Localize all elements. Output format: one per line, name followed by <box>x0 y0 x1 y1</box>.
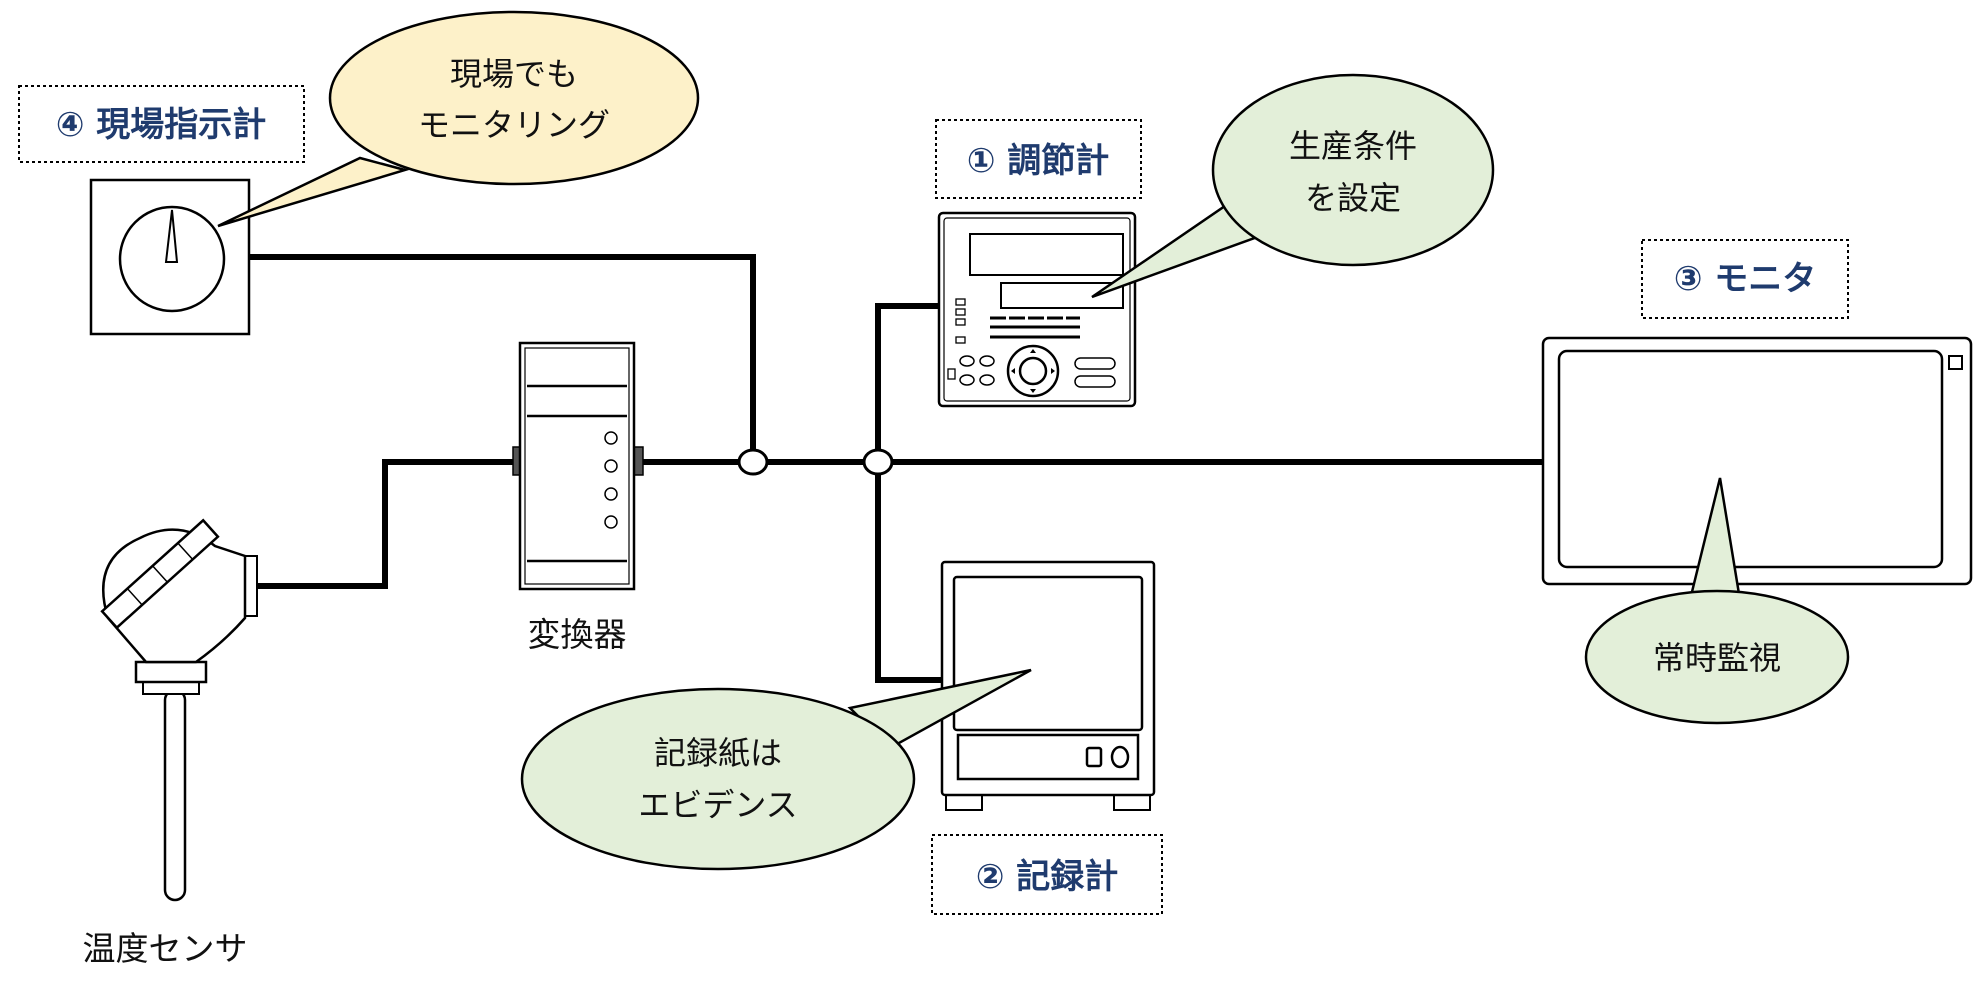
callout-monitor-line1: 常時監視 <box>1653 639 1781 677</box>
temperature-sensor: 温度センサ <box>83 518 258 968</box>
callout-indicator: 現場でも モニタリング <box>217 10 700 228</box>
field-indicator: ④ 現場指示計 <box>18 85 305 336</box>
monitor-button-icon <box>1948 355 1963 370</box>
controller-button-icon <box>979 355 995 367</box>
callout-indicator-tail <box>217 156 410 228</box>
indicator-wire <box>250 254 756 462</box>
sensor-label: 温度センサ <box>83 929 248 968</box>
controller-pill-button-icon <box>1074 375 1116 388</box>
monitor-screen <box>1557 349 1944 569</box>
recorder-wire <box>875 462 943 683</box>
recorder-control-panel <box>956 733 1140 781</box>
callout-controller: 生産条件 を設定 <box>1091 73 1495 299</box>
callout-indicator-line2: モニタリング <box>418 106 610 144</box>
recorder-chart-window <box>952 575 1144 732</box>
callout-recorder: 記録紙は エビデンス <box>520 668 1032 871</box>
recorder-tag: ② 記録計 <box>976 857 1119 897</box>
recorder-tag-box <box>931 834 1163 915</box>
controller-dial-center-icon <box>1018 356 1048 386</box>
converter-led-icon <box>604 459 618 473</box>
junction-indicator <box>737 448 769 476</box>
recorder-square-button-icon <box>1085 746 1103 768</box>
controller-inner-frame <box>943 217 1131 402</box>
controller-button-icon <box>959 355 975 367</box>
controller-sub-display <box>1000 282 1124 309</box>
callout-indicator-bubble <box>328 10 700 186</box>
callout-recorder-line1: 記録紙は <box>654 734 782 772</box>
callout-monitor-bubble <box>1584 589 1850 725</box>
converter-label: 変換器 <box>528 615 627 654</box>
monitor: ③ モニタ <box>1541 239 1973 586</box>
sensor-to-converter-wire <box>255 459 520 589</box>
sensor-probe <box>163 688 187 902</box>
callout-monitor: 常時監視 <box>1584 477 1850 725</box>
recorder-foot <box>1113 793 1151 811</box>
callout-controller-line2: を設定 <box>1305 179 1401 217</box>
controller-wire <box>875 303 941 462</box>
signal-wiring <box>250 254 1545 683</box>
monitor-tag: ③ モニタ <box>1674 259 1817 299</box>
converter-inner-frame <box>524 347 630 585</box>
converter-body <box>518 341 636 591</box>
controller-indicator-icon <box>955 318 966 326</box>
recorder: ② 記録計 <box>931 560 1163 915</box>
controller-main-display <box>969 233 1124 276</box>
callout-recorder-bubble <box>520 687 916 871</box>
converter-led-icon <box>604 515 618 529</box>
controller-tag-box <box>935 119 1142 199</box>
converter-right-terminal <box>633 446 644 476</box>
controller-indicator-icon <box>955 336 966 344</box>
controller-tag: ① 調節計 <box>967 141 1110 181</box>
controller-button-icon <box>979 374 995 386</box>
callout-indicator-line1: 現場でも <box>450 55 578 93</box>
junction-main <box>862 448 894 476</box>
converter-led-icon <box>604 487 618 501</box>
controller-small-button-icon <box>947 368 956 380</box>
sensor-lid <box>100 518 220 630</box>
indicator-tag-box <box>18 85 305 163</box>
indicator-tag: ④ 現場指示計 <box>56 105 267 145</box>
sensor-head <box>101 528 247 664</box>
controller: ① 調節計 <box>935 119 1142 408</box>
callout-controller-line1: 生産条件 <box>1289 127 1417 165</box>
controller-button-icon <box>959 374 975 386</box>
recorder-round-button-icon <box>1110 745 1130 769</box>
callout-controller-bubble <box>1211 73 1495 267</box>
controller-pill-button-icon <box>1074 357 1116 370</box>
gauge-needle-icon <box>164 209 179 263</box>
controller-indicator-icon <box>955 298 966 306</box>
sensor-collar <box>134 660 208 684</box>
converter-led-icon <box>604 431 618 445</box>
controller-indicator-icon <box>955 308 966 316</box>
callout-recorder-line2: エビデンス <box>638 786 797 824</box>
monitor-tag-box <box>1641 239 1849 319</box>
converter: 変換器 <box>512 341 644 654</box>
recorder-foot <box>945 793 983 811</box>
